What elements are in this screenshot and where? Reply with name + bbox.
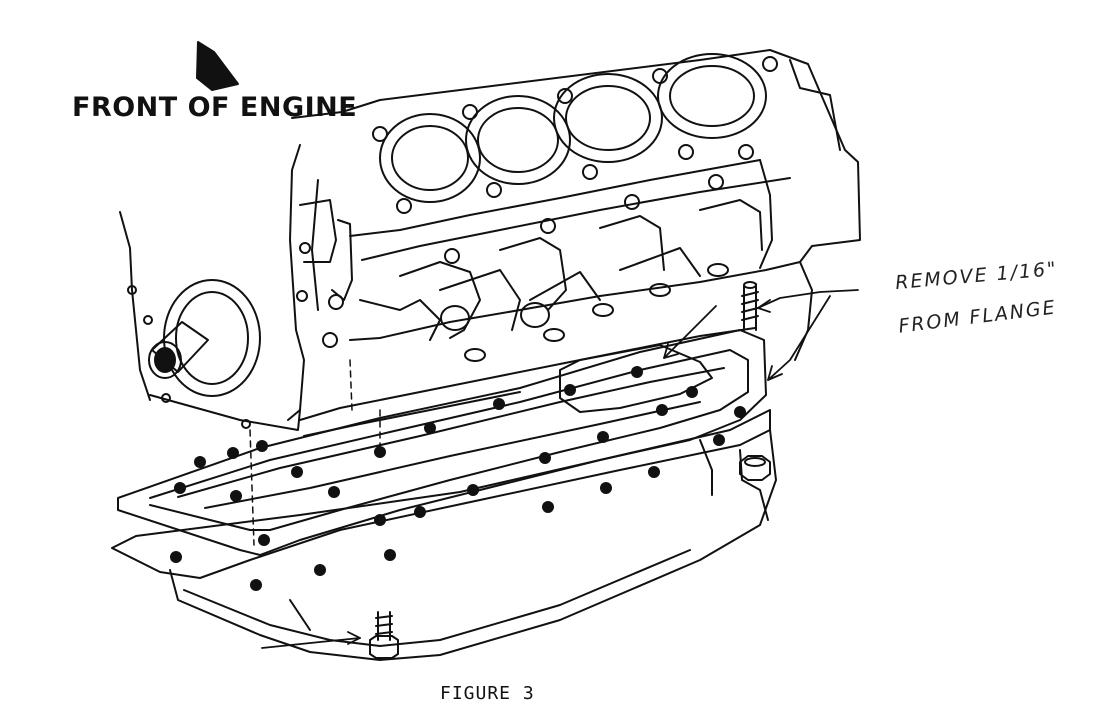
hex-nut <box>739 455 771 481</box>
cylinder-bore <box>657 53 767 139</box>
front-bolt <box>369 611 399 659</box>
oil-pan-gasket <box>117 329 767 556</box>
crankshaft-seal <box>119 211 301 431</box>
alignment-lines <box>249 359 381 546</box>
front-direction-arrow-icon <box>196 41 239 91</box>
oil-pan <box>111 344 777 661</box>
rear-stud <box>739 281 771 481</box>
cylinder-bore <box>465 95 571 185</box>
bolt-holes <box>170 366 746 591</box>
callout-arrows <box>261 289 859 649</box>
front-of-engine-label: FRONT OF ENGINE <box>72 92 358 123</box>
figure-caption: FIGURE 3 <box>440 683 535 704</box>
cylinder-bore <box>379 113 481 203</box>
cylinder-bore <box>553 73 663 163</box>
engine-block <box>287 49 861 437</box>
